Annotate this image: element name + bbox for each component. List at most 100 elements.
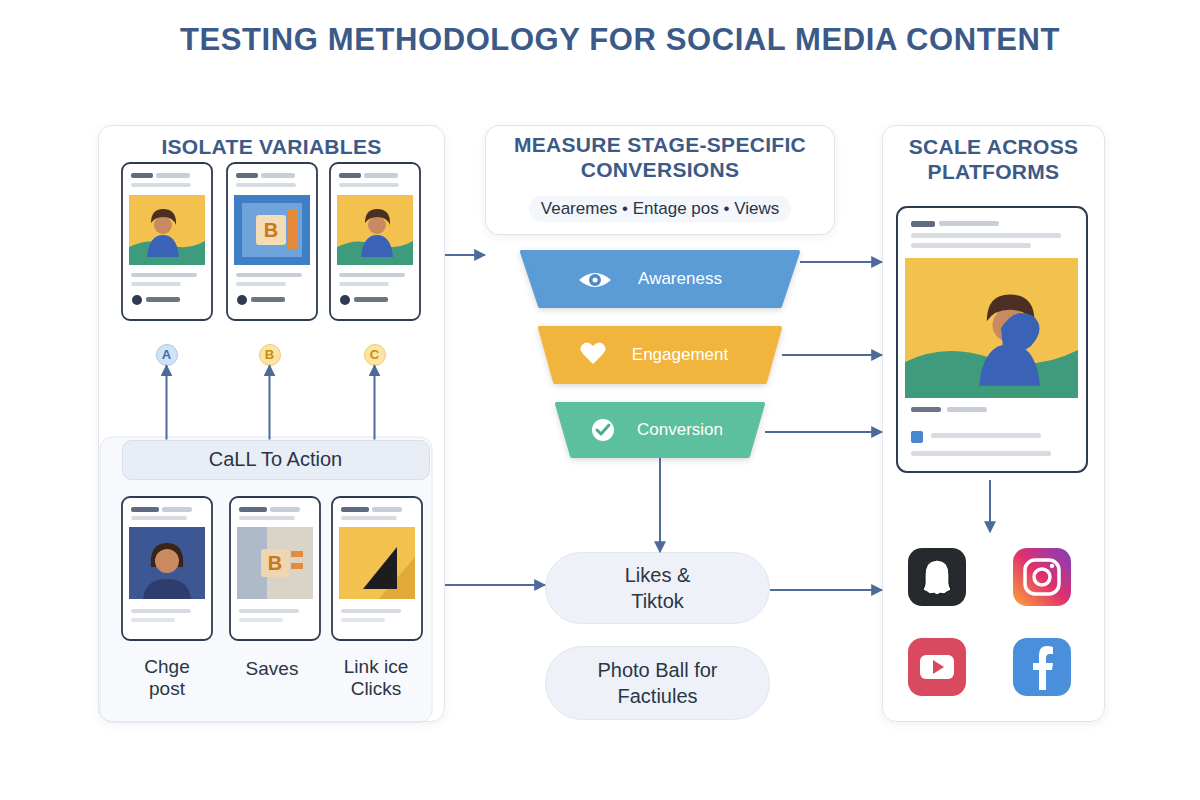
platform-phone [911, 243, 1031, 248]
youtube-icon [920, 655, 954, 679]
cta-area [100, 437, 432, 722]
platform-phone [931, 433, 1041, 438]
instagram-icon [1013, 548, 1071, 606]
funnel-shape [557, 404, 763, 456]
cta-card-saves [230, 497, 320, 640]
metric-pill: Likes & Tiktok [545, 552, 770, 624]
heart-icon [581, 342, 606, 364]
cta-card-post [129, 527, 205, 599]
node-text: Engagement [632, 345, 728, 365]
platform-phone [897, 207, 1087, 472]
flow-arrow [374, 366, 376, 440]
variant-card-b [288, 209, 298, 249]
variant-card-b [227, 163, 317, 320]
platform-phone [979, 295, 1040, 386]
variant-card-c [330, 163, 420, 320]
edge-group [167, 255, 883, 590]
node-text: Photo Ball for Factiules [573, 657, 743, 709]
youtube-icon [908, 638, 966, 696]
eye-icon [579, 273, 611, 287]
facebook-icon [1013, 638, 1071, 696]
facebook-icon [1013, 638, 1071, 696]
variant-card-c [337, 195, 413, 265]
cta-card-post [122, 497, 212, 640]
youtube-icon [908, 638, 966, 696]
flow-arrow [659, 458, 661, 552]
panel-heading: ISOLATE VARIABLES [161, 134, 381, 159]
check-icon [597, 425, 609, 434]
cta-card-saves [291, 551, 303, 557]
illustration-letter: B [263, 552, 287, 575]
leader-arrow [989, 480, 991, 532]
title-layer: TESTING METHODOLOGY FOR SOCIAL MEDIA CON… [100, 22, 1140, 58]
panel-box: ISOLATE VARIABLES A B C CaLL To Action [98, 125, 445, 722]
eye-icon [589, 274, 601, 286]
variant-card-b [227, 163, 317, 320]
node-text: Awareness [638, 269, 722, 289]
diagram-title: TESTING METHODOLOGY FOR SOCIAL MEDIA CON… [100, 22, 1140, 58]
cta-card-clicks [339, 527, 415, 599]
platform-phone [905, 258, 1078, 398]
variant-badge: C [364, 344, 386, 366]
node-text: B [265, 347, 274, 362]
platform-phone [947, 407, 987, 412]
illustration-letter: B [259, 219, 283, 242]
check-icon [592, 419, 614, 441]
instagram-icon [1013, 548, 1071, 606]
platform-phone [911, 221, 935, 227]
card-caption: Link ice Clicks [336, 656, 416, 700]
check-icon [592, 419, 614, 441]
cta-card-saves [291, 563, 303, 569]
instagram-icon [1034, 569, 1050, 585]
cta-card-saves [230, 497, 320, 640]
flow-arrow [166, 366, 168, 440]
funnel-shape [522, 252, 798, 306]
cta-card-saves [237, 527, 313, 599]
variant-card-b [234, 195, 310, 265]
card-caption: Chge post [132, 656, 202, 700]
platform-phone [1001, 313, 1040, 353]
cta-box: CaLL To Action [122, 440, 430, 480]
variant-card-a [147, 209, 179, 257]
eye-icon [579, 273, 611, 287]
platform-phone [911, 451, 1051, 456]
cta-card-post [155, 549, 179, 573]
cta-card-clicks [363, 547, 397, 589]
platform-phone [911, 431, 923, 443]
flow-arrow [269, 366, 271, 440]
variant-card-c [337, 195, 413, 265]
youtube-icon [933, 660, 944, 674]
cta-card-clicks [332, 497, 422, 640]
variant-badge: A [156, 344, 178, 366]
cta-card-post [129, 527, 205, 599]
funnel-shape [540, 328, 780, 382]
cta-card-clicks [332, 497, 422, 640]
funnel-stage: Engagement [538, 326, 782, 384]
variant-card-b [256, 215, 286, 245]
heart-icon [581, 342, 606, 364]
node-text: Conversion [637, 420, 723, 440]
flow-arrow [782, 354, 882, 356]
instagram-icon [1025, 560, 1059, 594]
flow-arrow [445, 254, 485, 256]
variant-badge: B [259, 344, 281, 366]
platform-phone [979, 295, 1040, 386]
facebook-icon [1033, 646, 1053, 690]
variant-card-c [330, 163, 420, 320]
flow-arrow [445, 584, 545, 586]
measure-box: MEASURE STAGE-SPECIFIC CONVERSIONSVearem… [485, 125, 835, 235]
funnel-stage: Conversion [555, 402, 765, 458]
metric-list: Vearemes • Entage pos • Views [529, 196, 791, 222]
snapchat-icon [923, 560, 951, 595]
cta-card-saves [261, 549, 289, 577]
flow-arrow [800, 261, 882, 263]
variant-card-a [122, 163, 212, 320]
variant-card-a [129, 195, 205, 265]
variant-card-c [361, 209, 393, 257]
platform-phone [897, 207, 1087, 472]
variant-card-a [122, 163, 212, 320]
platform-phone [911, 407, 941, 412]
cta-card-clicks [339, 527, 415, 599]
node-text: CaLL To Action [209, 448, 342, 471]
